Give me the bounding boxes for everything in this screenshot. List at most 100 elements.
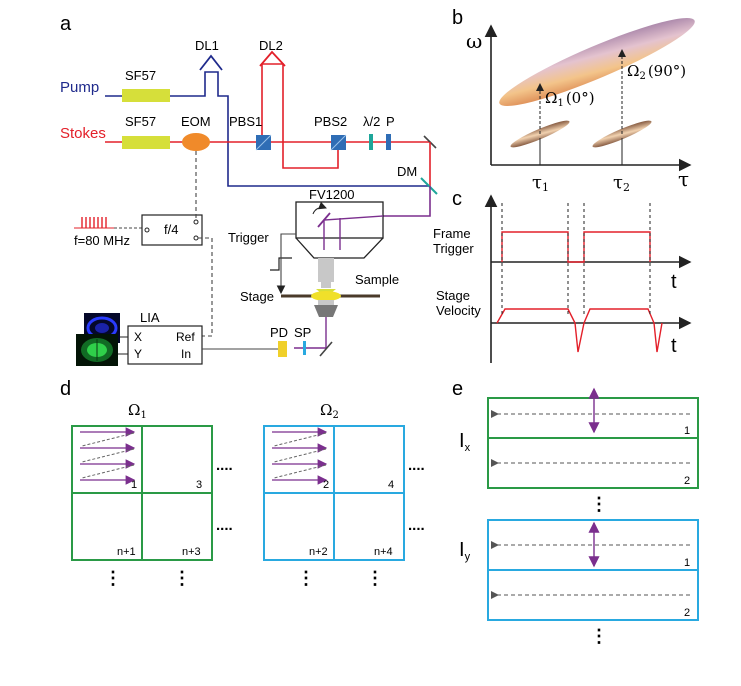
grid1-ellipsis-right-2: ....: [216, 517, 233, 534]
trigger-label: Trigger: [228, 230, 269, 245]
grid1-ellipsis-down-2: ⋮: [173, 568, 191, 588]
lia-label: LIA: [140, 310, 160, 325]
b-x-label: τ: [678, 167, 689, 191]
d-omega2: Ω2: [320, 401, 339, 421]
grid2-cell-n2: n+2: [309, 546, 328, 558]
dl1-label: DL1: [195, 38, 219, 53]
lia-y: Y: [134, 347, 142, 361]
dl2-retroreflector: [259, 50, 286, 67]
c-trigger-wave: [501, 231, 651, 263]
iy-row-1: 1: [684, 557, 690, 569]
grid1-cell-n1: n+1: [117, 546, 136, 558]
ix-row-1: 1: [684, 425, 690, 437]
pulse-train: [74, 217, 114, 229]
sample-label: Sample: [355, 272, 399, 287]
objective-lens: [318, 258, 334, 282]
c-velocity-wave: [496, 308, 663, 353]
iy-row-2: 2: [684, 607, 690, 619]
ix-row-2: 2: [684, 475, 690, 487]
pump-label: Pump: [60, 79, 99, 96]
panel-label-c: c: [452, 188, 462, 210]
iy-strip-2: [487, 569, 699, 621]
b-omega2: Ω2(90°): [627, 62, 686, 82]
halfwave-plate: [369, 134, 373, 150]
b-big-ellipse: [499, 18, 695, 106]
sp-label: SP: [294, 325, 311, 340]
grid2-cell-4: 4: [388, 479, 394, 491]
scan-beam: [323, 215, 384, 250]
panel-a-setup: Pump SF57 DL1 Stokes SF57 EOM DL2 PBS1 P…: [60, 38, 438, 366]
grid1-ellipsis-down-1: ⋮: [104, 568, 122, 588]
b-tau2: τ2: [613, 172, 630, 194]
dm-label: DM: [397, 164, 417, 179]
e-iy: Iy: [459, 539, 471, 563]
grid1-scan-arrows: [80, 427, 136, 485]
panel-d-tiles: Ω1 Ω2 1 3 n+1 n+3 .... .... ⋮ ⋮: [71, 401, 425, 588]
divider-box: [141, 214, 203, 246]
panel-label-e: e: [452, 378, 463, 400]
image-green-thumbnail: [76, 334, 118, 366]
lia-box: [127, 325, 203, 365]
pbs2-label: PBS2: [314, 114, 347, 129]
fv1200-label: FV1200: [309, 187, 355, 202]
grid2-cell-n4: n+4: [374, 546, 393, 558]
divider-to-lia: [198, 237, 213, 337]
scan-rotate-icon: [312, 201, 327, 215]
c-t1: t: [671, 271, 677, 293]
dl1-retroreflector: [199, 54, 223, 71]
grid2-ellipsis-right-1: ....: [408, 457, 425, 474]
lia-x: X: [134, 330, 142, 344]
dichroic-mirror: [420, 177, 438, 195]
panel-b-spectral-plot: ω τ Ω1(0°) Ω2(90°) τ1 τ2: [466, 18, 695, 194]
fv1200-objective-housing: [295, 237, 384, 259]
d-omega1: Ω1: [128, 401, 147, 421]
stage-label: Stage: [240, 289, 274, 304]
eom-label: EOM: [181, 114, 211, 129]
combined-beam: [383, 186, 431, 217]
grid1-ellipsis-right-1: ....: [216, 457, 233, 474]
polarizer-label: P: [386, 114, 395, 129]
polarizer: [386, 134, 391, 150]
divider-label: f/4: [164, 222, 178, 237]
trigger-line: [276, 233, 296, 295]
panel-label-a: a: [60, 13, 72, 35]
b-omega1: Ω1(0°): [545, 89, 595, 109]
condenser-top: [318, 300, 334, 305]
b-tau1: τ1: [532, 172, 549, 194]
grid2-ellipsis-right-2: ....: [408, 517, 425, 534]
lia-in: In: [181, 347, 191, 361]
grid2-scan-arrows: [272, 427, 328, 485]
sf57-pump-label: SF57: [125, 68, 156, 83]
panel-label-d: d: [60, 378, 71, 400]
dl2-label: DL2: [259, 38, 283, 53]
sf57-stokes-label: SF57: [125, 114, 156, 129]
e-ellipsis-mid: ⋮: [590, 494, 608, 514]
grid2-cell-2: 2: [323, 479, 329, 491]
grid1-cell-1: 1: [131, 479, 137, 491]
trigger-step-icon: [270, 257, 292, 271]
grid1-cell-n3: n+3: [182, 546, 201, 558]
pd-detector: [278, 341, 287, 357]
stokes-label: Stokes: [60, 125, 106, 142]
pbs1-label: PBS1: [229, 114, 262, 129]
halfwave-label: λ/2: [363, 114, 380, 129]
e-ix: Ix: [459, 430, 471, 454]
sample-spot: [311, 291, 341, 301]
ix-strip-1: [487, 397, 699, 439]
mirror-bottom: [319, 341, 333, 357]
lia-ref: Ref: [176, 330, 195, 344]
pd-label: PD: [270, 325, 288, 340]
grid2-ellipsis-down-1: ⋮: [297, 568, 315, 588]
sf57-stokes-block: [122, 136, 170, 149]
freq-label: f=80 MHz: [74, 233, 130, 248]
ix-strip-2: [487, 437, 699, 489]
condenser: [314, 305, 338, 317]
e-ellipsis-bottom: ⋮: [590, 626, 608, 646]
panel-label-b: b: [452, 7, 463, 29]
grid1-cell-3: 3: [196, 479, 202, 491]
sp-filter: [303, 341, 306, 355]
